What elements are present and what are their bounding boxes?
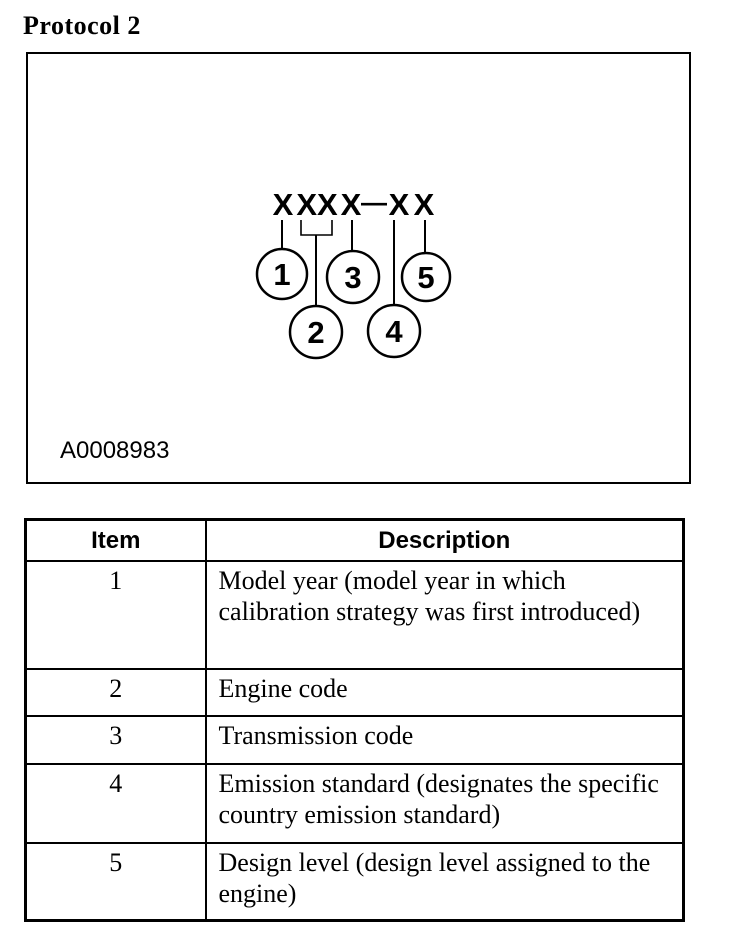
code-char-2: XX bbox=[296, 187, 338, 222]
leader-bracket-2 bbox=[300, 220, 333, 236]
item-cell: 2 bbox=[24, 668, 207, 717]
table-row: 2 Engine code bbox=[24, 668, 685, 717]
item-description-table: Item Description 1 Model year (model yea… bbox=[24, 518, 685, 922]
leader-lines bbox=[281, 220, 426, 306]
figure-reference-code: A0008983 bbox=[60, 437, 169, 464]
callout-3-label: 3 bbox=[344, 260, 361, 295]
description-cell: Transmission code bbox=[204, 715, 685, 765]
code-char-4: X bbox=[389, 187, 410, 222]
code-char-3: X bbox=[341, 187, 362, 222]
item-cell: 5 bbox=[24, 842, 207, 922]
callout-3-circle bbox=[325, 249, 381, 305]
table-row: 5 Design level (design level assigned to… bbox=[24, 842, 685, 922]
description-cell: Engine code bbox=[204, 668, 685, 717]
callout-1-circle bbox=[255, 247, 309, 301]
callout-2-label: 2 bbox=[307, 315, 324, 350]
callout-circles: 1 2 3 4 5 bbox=[255, 247, 452, 360]
description-cell: Emission standard (designates the specif… bbox=[204, 763, 685, 844]
callout-4-label: 4 bbox=[385, 314, 403, 349]
description-cell: Model year (model year in which calibrat… bbox=[204, 560, 685, 670]
code-separator-dash: — bbox=[361, 187, 387, 217]
callout-4: 4 bbox=[366, 303, 422, 359]
callout-5: 5 bbox=[400, 251, 452, 303]
description-cell: Design level (design level assigned to t… bbox=[204, 842, 685, 922]
table-row: 1 Model year (model year in which calibr… bbox=[24, 560, 685, 670]
callout-5-circle bbox=[400, 251, 452, 303]
code-format-diagram: X XX X — X X 1 bbox=[60, 187, 452, 464]
item-cell: 3 bbox=[24, 715, 207, 765]
code-char-1: X bbox=[273, 187, 294, 222]
item-cell: 4 bbox=[24, 763, 207, 844]
callout-2: 2 bbox=[288, 304, 344, 360]
code-pattern-text: X XX X — X X bbox=[273, 187, 435, 222]
item-cell: 1 bbox=[24, 560, 207, 670]
table-row: 4 Emission standard (designates the spec… bbox=[24, 763, 685, 844]
item-column-header: Item bbox=[24, 518, 207, 562]
description-column-header: Description bbox=[204, 518, 685, 562]
table-row: 3 Transmission code bbox=[24, 715, 685, 765]
callout-5-label: 5 bbox=[417, 260, 434, 295]
table-header-row: Item Description bbox=[24, 518, 685, 562]
callout-2-circle bbox=[288, 304, 344, 360]
callout-3: 3 bbox=[325, 249, 381, 305]
callout-4-circle bbox=[366, 303, 422, 359]
callout-1-label: 1 bbox=[273, 257, 290, 292]
code-char-5: X bbox=[414, 187, 435, 222]
figure-box: X XX X — X X 1 bbox=[26, 52, 691, 484]
page-title: Protocol 2 bbox=[23, 11, 141, 40]
callout-1: 1 bbox=[255, 247, 309, 301]
